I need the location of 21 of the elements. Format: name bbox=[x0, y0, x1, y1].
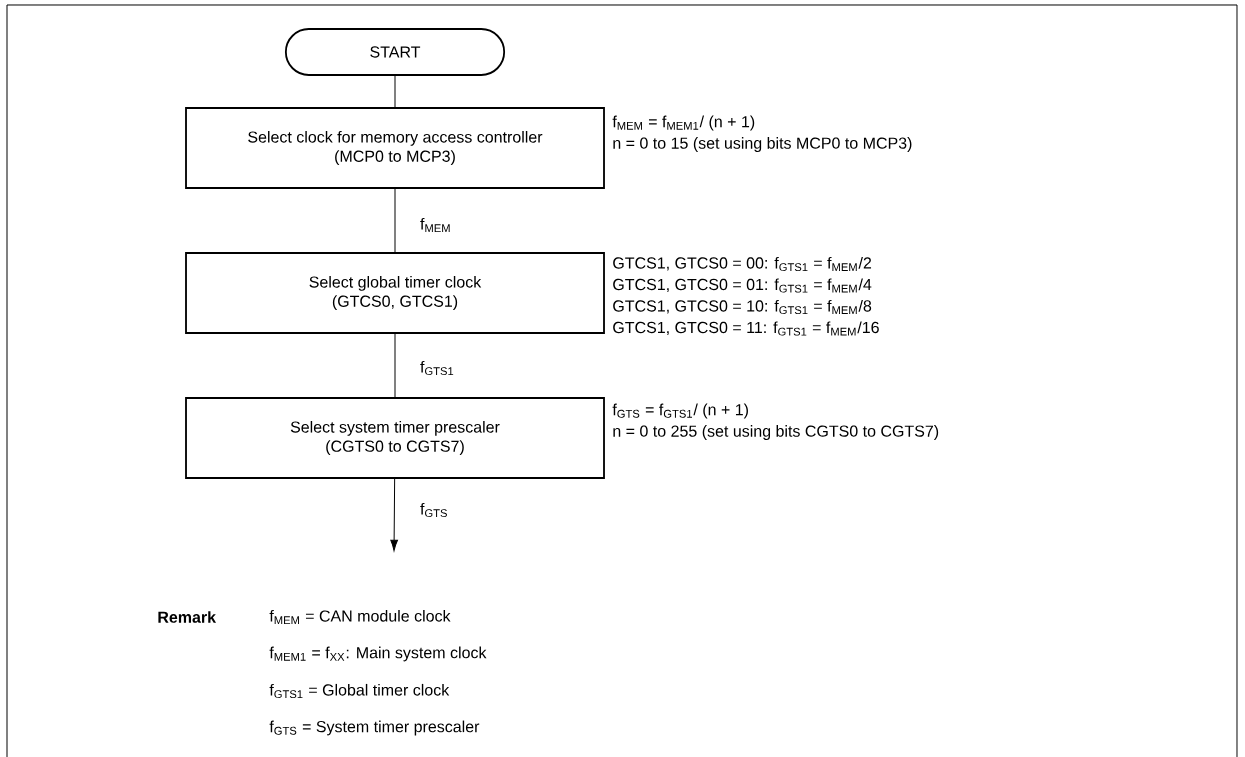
remark-text: f$_{MEM}$ = CAN module clock bbox=[269, 609, 451, 625]
annotation-text: GTCS1, GTCS0 = 10: f$_{GTS1}$ = f$_{MEM}$/8 bbox=[613, 299, 872, 315]
annotation-text: n = 0 to 255 (set using bits CGTS0 to CGTS7) bbox=[613, 425, 939, 440]
edge-label: f$_{GTS}$ bbox=[418, 501, 450, 519]
remark-text: f$_{GTS1}$ = Global timer clock bbox=[269, 683, 450, 699]
annotation-text: GTCS1, GTCS0 = 01: f$_{GTS1}$ = f$_{MEM}$/4 bbox=[613, 278, 872, 293]
process-box: Select system timer prescaler (CGTS0 to CGTS7) bbox=[185, 397, 605, 479]
remark-heading: Remark bbox=[158, 611, 217, 623]
start-terminal: START bbox=[284, 28, 506, 76]
annotation-text: GTCS1, GTCS0 = 11: f$_{GTS1}$ = f$_{MEM}$/16 bbox=[613, 321, 879, 336]
arrow bbox=[390, 478, 398, 552]
annotation-text: f$_{GTS}$ = f$_{GTS1}$/ (n + 1) bbox=[612, 403, 748, 419]
annotation-text: f$_{MEM}$ = f$_{MEM1}$/ (n + 1) bbox=[612, 115, 755, 131]
process-box: Select clock for memory access controller (MCP0 to MCP3) bbox=[185, 107, 605, 189]
annotation-text: GTCS1, GTCS0 = 00: f$_{GTS1}$ = f$_{MEM}$/2 bbox=[613, 256, 872, 272]
remark-text: f$_{GTS}$ = System timer prescaler bbox=[269, 720, 480, 736]
edge-label: f$_{GTS1}$ bbox=[418, 359, 457, 377]
annotation-text: n = 0 to 15 (set using bits MCP0 to MCP3) bbox=[613, 137, 912, 152]
remark-text: f$_{MEM1}$ = f$_{XX}$: Main system clock bbox=[269, 646, 487, 662]
edge-label: f$_{MEM}$ bbox=[418, 216, 454, 234]
process-box: Select global timer clock (GTCS0, GTCS1) bbox=[185, 252, 605, 334]
